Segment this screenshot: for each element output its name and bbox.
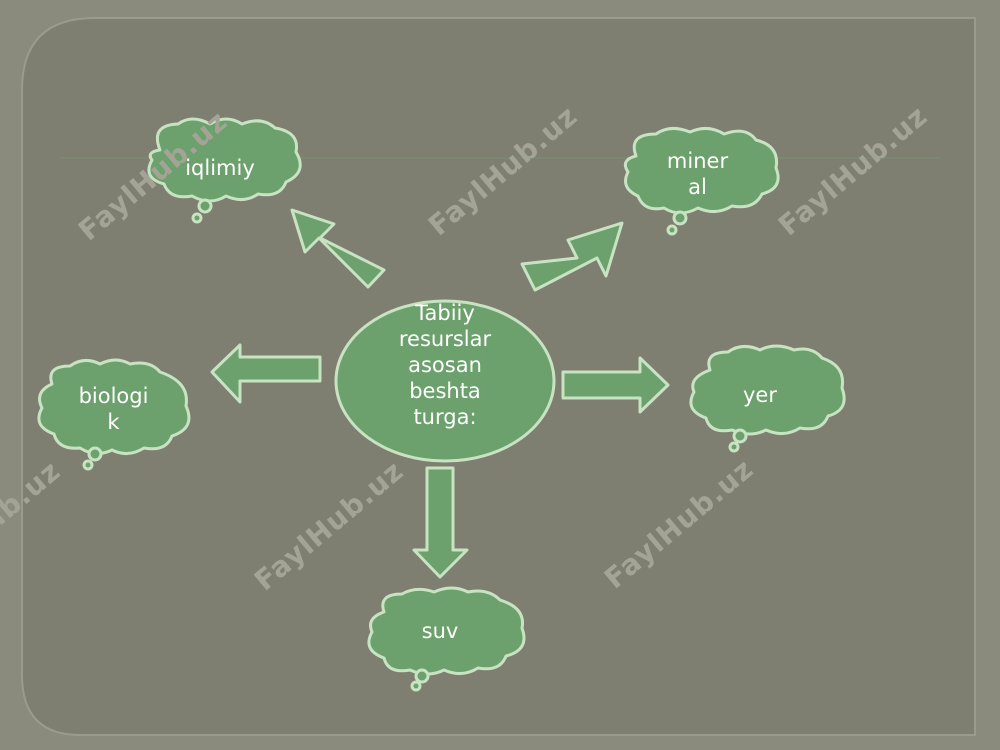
cloud-iqlimiy — [147, 117, 302, 224]
cloud-mineral — [623, 127, 780, 236]
label-iqlimiy: iqlimiy — [185, 156, 255, 180]
label-yer: yer — [743, 383, 777, 407]
arrow-to-iqlimiy — [290, 208, 386, 289]
arrow-to-yer — [561, 356, 670, 414]
cloud-suv — [367, 586, 526, 692]
center-label: Tabiiy resurslar asosan beshta turga: — [398, 301, 492, 429]
arrow-to-mineral — [520, 221, 624, 292]
label-suv: suv — [421, 619, 459, 643]
cloud-biologik — [37, 358, 191, 471]
label-mineral: miner al — [666, 149, 729, 199]
arrow-to-suv — [412, 466, 469, 579]
center-node — [334, 299, 556, 463]
cloud-yer — [689, 344, 846, 453]
label-biologik: biologi k — [78, 384, 149, 434]
arrow-to-biologik — [210, 343, 322, 404]
